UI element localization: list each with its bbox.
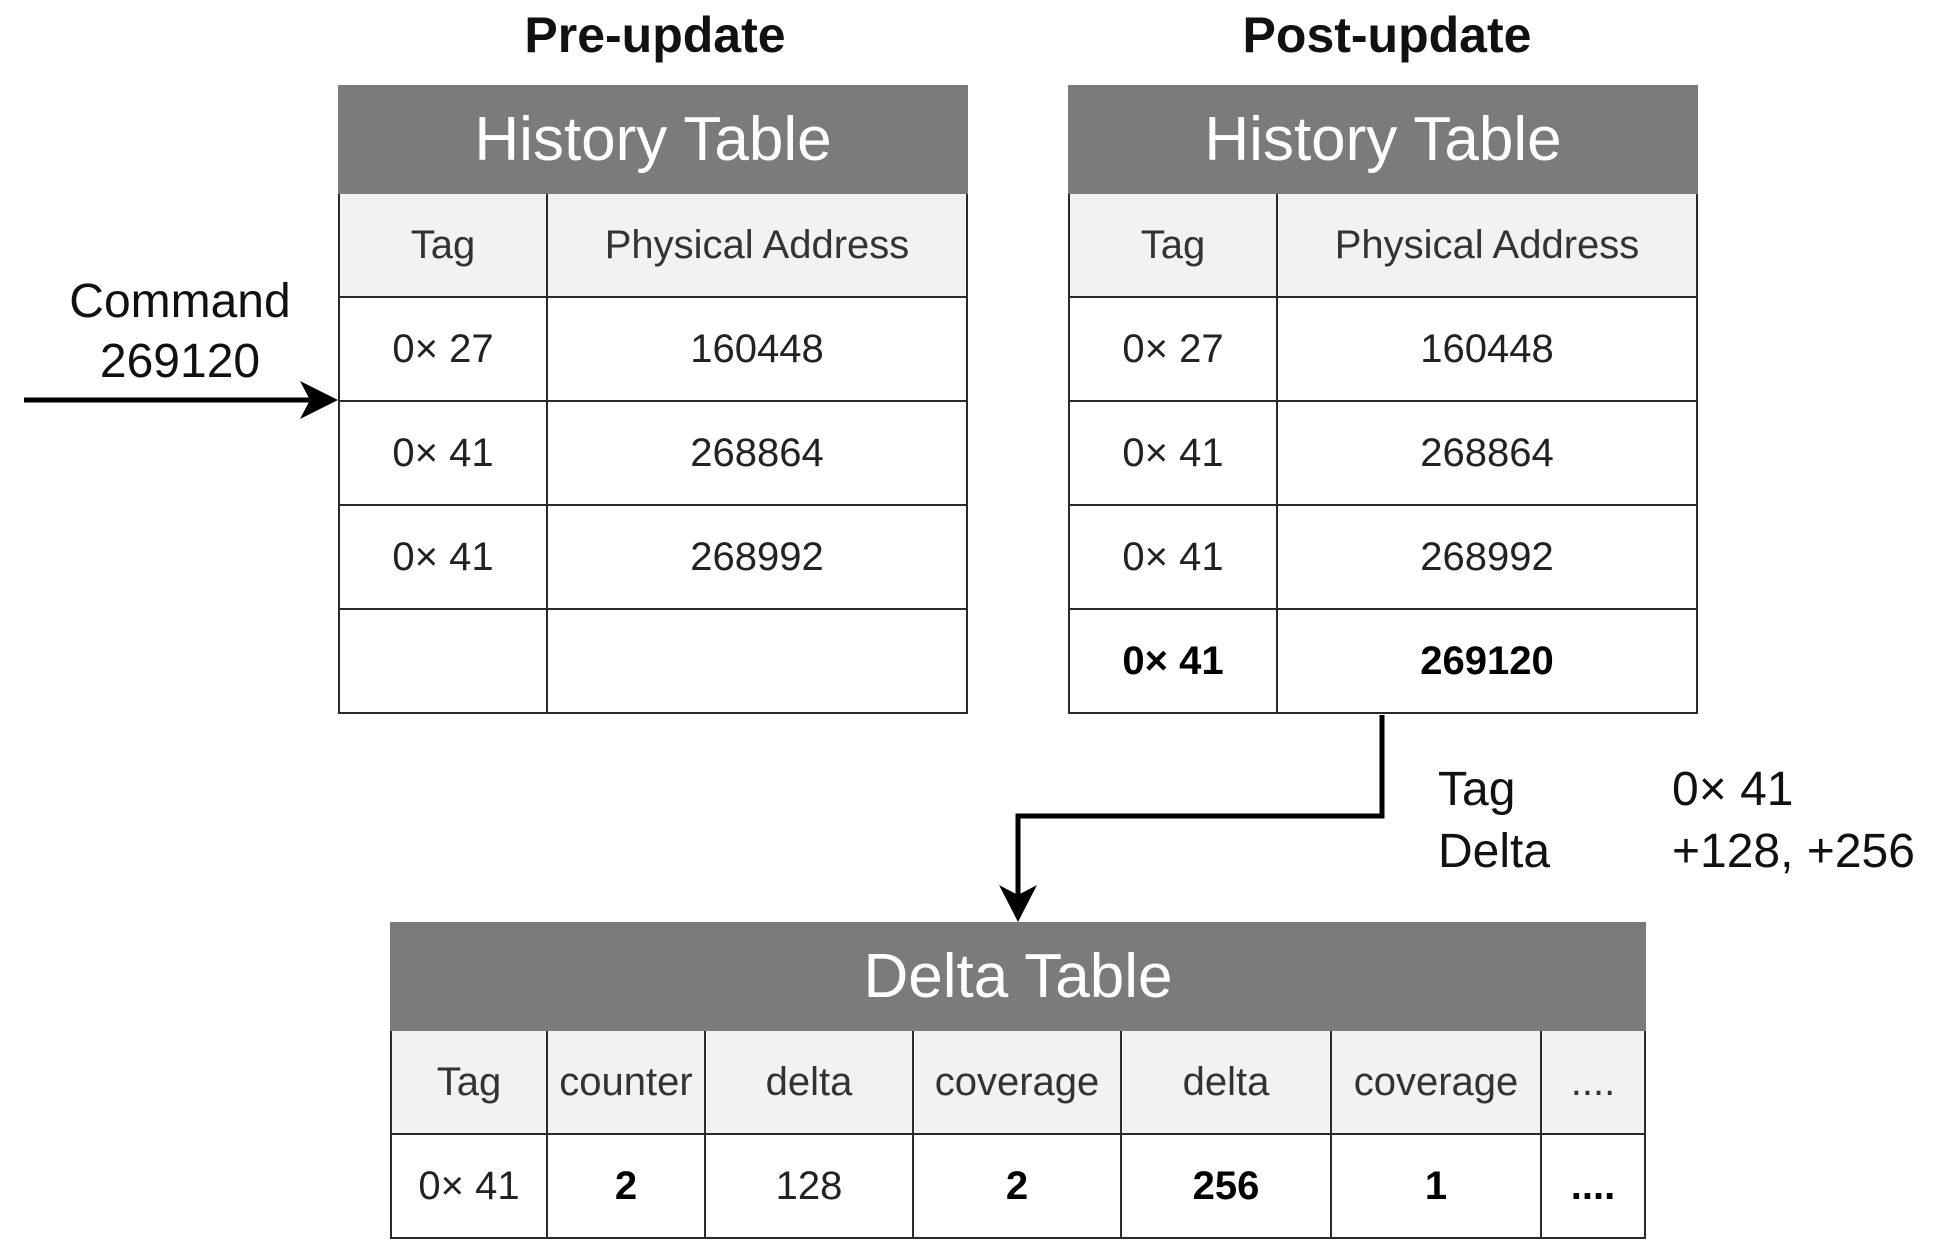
column-header-physical-address: Physical Address [545, 192, 969, 298]
delta-cell: 128 [704, 1133, 914, 1239]
column-header-delta: delta [704, 1029, 914, 1135]
pre-update-history-table: History Table Tag Physical Address 0× 27… [337, 85, 969, 714]
address-cell: 268864 [1275, 400, 1699, 506]
header-row: Tag counter delta coverage delta coverag… [390, 1029, 1646, 1135]
table-row: 0× 41 268864 [338, 400, 969, 506]
table-row: 0× 41 268864 [1068, 400, 1699, 506]
tag-cell: 0× 41 [390, 1133, 548, 1239]
delta-cell: 256 [1120, 1133, 1332, 1239]
tag-cell: 0× 27 [338, 296, 548, 402]
annotation-tag-label: Tag [1438, 763, 1516, 816]
tag-cell: 0× 41 [1068, 608, 1278, 714]
annotation-delta-value: +128, +256 [1672, 825, 1915, 878]
column-header-tag: Tag [390, 1029, 548, 1135]
new-entry-row: 0× 41 269120 [1068, 608, 1699, 714]
column-header-ellipsis: .... [1540, 1029, 1646, 1135]
tag-cell: 0× 27 [1068, 296, 1278, 402]
table-row: 0× 27 160448 [1068, 296, 1699, 402]
address-cell: 268992 [1275, 504, 1699, 610]
column-header-coverage: coverage [1330, 1029, 1542, 1135]
column-header-counter: counter [546, 1029, 706, 1135]
annotation-delta-label: Delta [1438, 825, 1551, 878]
address-cell [545, 608, 969, 714]
command-arrow [24, 381, 338, 419]
command-text: Command [69, 275, 291, 328]
table-row: 0× 41 268992 [338, 504, 969, 610]
column-header-coverage: coverage [912, 1029, 1122, 1135]
table-row: 0× 41 2 128 2 256 1 .... [390, 1133, 1646, 1239]
address-cell: 160448 [1275, 296, 1699, 402]
tag-cell: 0× 41 [1068, 504, 1278, 610]
tag-cell [338, 608, 548, 714]
table-row: 0× 41 268992 [1068, 504, 1699, 610]
post-update-history-table: History Table Tag Physical Address 0× 27… [1067, 85, 1699, 714]
tag-cell: 0× 41 [338, 400, 548, 506]
header-row: Tag Physical Address [1068, 192, 1699, 298]
column-header-tag: Tag [1068, 192, 1278, 298]
command-label: Command 269120 [40, 272, 320, 392]
column-header-physical-address: Physical Address [1275, 192, 1699, 298]
address-cell: 268864 [545, 400, 969, 506]
table-row: 0× 27 160448 [338, 296, 969, 402]
address-cell: 160448 [545, 296, 969, 402]
column-header-delta: delta [1120, 1029, 1332, 1135]
header-row: Tag Physical Address [338, 192, 969, 298]
history-table-title: History Table [1067, 85, 1699, 194]
column-header-tag: Tag [338, 192, 548, 298]
delta-table-title: Delta Table [390, 922, 1646, 1031]
post-update-title: Post-update [1242, 7, 1532, 63]
address-cell: 268992 [545, 504, 969, 610]
history-table-title: History Table [337, 85, 969, 194]
coverage-cell: 1 [1330, 1133, 1542, 1239]
counter-cell: 2 [546, 1133, 706, 1239]
tag-cell: 0× 41 [338, 504, 548, 610]
coverage-cell: 2 [912, 1133, 1122, 1239]
history-to-delta-arrow [999, 715, 1385, 922]
pre-update-title: Pre-update [524, 7, 786, 63]
delta-table: Delta Table Tag counter delta coverage d… [390, 922, 1646, 1239]
tag-cell: 0× 41 [1068, 400, 1278, 506]
address-cell: 269120 [1275, 608, 1699, 714]
ellipsis-cell: .... [1540, 1133, 1646, 1239]
annotation-tag-value: 0× 41 [1672, 763, 1794, 816]
command-value: 269120 [99, 335, 261, 388]
empty-row [338, 608, 969, 714]
